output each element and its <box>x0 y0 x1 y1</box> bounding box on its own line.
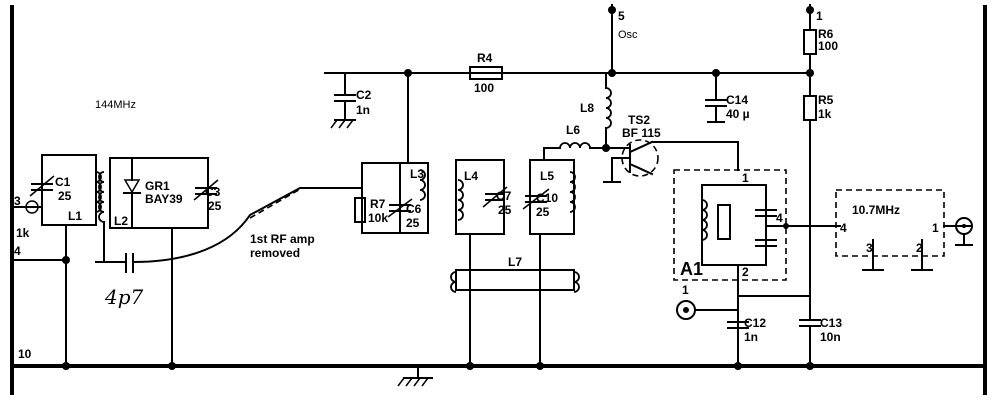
input-resistor-label: 1k <box>16 226 30 240</box>
l7-label: L7 <box>508 255 522 269</box>
filter-label: 10.7MHz <box>852 203 900 217</box>
gr1-name: GR1 <box>145 179 170 193</box>
l5-c10-tank <box>522 147 576 367</box>
pin-10-label: 10 <box>18 347 32 361</box>
r4-name: R4 <box>477 51 493 65</box>
coax-pin-1: 1 <box>682 283 689 297</box>
r4-resistor <box>469 66 503 80</box>
c6-value: 25 <box>406 216 420 230</box>
input-connector-3 <box>11 200 43 214</box>
osc-input <box>605 4 616 149</box>
gr1-c3-tank <box>109 157 219 367</box>
c1-name: C1 <box>55 175 71 189</box>
c14-name: C14 <box>726 93 748 107</box>
a1-module <box>673 169 841 341</box>
c12-capacitor <box>727 295 811 370</box>
c3-name: C3 <box>205 185 221 199</box>
a1-pin-2: 2 <box>742 265 749 279</box>
junction-dot-l4 <box>466 362 474 370</box>
filter-pin-2: 2 <box>916 241 923 255</box>
pin-4-label: 4 <box>14 244 21 258</box>
coupling-capacitor-4p7 <box>95 187 363 273</box>
r6-value: 100 <box>818 39 838 53</box>
band-title: 144MHz <box>95 99 136 111</box>
r6-name: R6 <box>818 27 834 41</box>
c13-value: 10n <box>820 330 841 344</box>
r5-name: R5 <box>818 93 834 107</box>
removed-note-line1: 1st RF amp <box>250 232 315 246</box>
a1-label: A1 <box>680 259 703 279</box>
l6-label: L6 <box>566 123 580 137</box>
r7-value: 10k <box>368 211 388 225</box>
ground-symbol-main <box>397 365 433 387</box>
l2-label: L2 <box>114 214 128 228</box>
c1-value: 25 <box>58 189 72 203</box>
pin-5-label: 5 <box>618 9 625 23</box>
l7-coupling <box>450 269 580 293</box>
ts2-name: TS2 <box>628 113 650 127</box>
ts2-value: BF 115 <box>622 126 661 140</box>
c6-name: C6 <box>406 202 422 216</box>
l6-coil <box>543 142 629 152</box>
coax-input-1 <box>676 300 739 320</box>
r7-l3-c6-block <box>354 69 429 234</box>
c2-capacitor <box>330 72 356 129</box>
c2-value: 1n <box>356 103 370 117</box>
a1-pin-1: 1 <box>742 171 749 185</box>
filter-module <box>835 189 971 271</box>
c14-value: 40 µ <box>726 107 750 121</box>
junction-dot-l5 <box>536 362 544 370</box>
c12-name: C12 <box>744 316 766 330</box>
supply-resistors <box>803 4 817 321</box>
r7-name: R7 <box>370 197 386 211</box>
a1-pin-4: 4 <box>776 211 783 225</box>
l4-label: L4 <box>464 169 478 183</box>
c13-name: C13 <box>820 316 842 330</box>
l3-label: L3 <box>410 167 424 181</box>
l1-label: L1 <box>68 209 82 223</box>
filter-pin-in: 4 <box>840 221 847 235</box>
ts2-transistor <box>603 139 739 183</box>
osc-label: Osc <box>618 29 638 41</box>
r5-value: 1k <box>818 107 832 121</box>
l2-coil <box>98 171 105 263</box>
gr1-value: BAY39 <box>145 192 183 206</box>
c7-value: 25 <box>498 203 512 217</box>
pin-1-top-label: 1 <box>816 9 823 23</box>
junction-dot-gr1 <box>168 362 176 370</box>
filter-pin-out: 1 <box>932 221 939 235</box>
c13-capacitor <box>799 319 821 370</box>
c10-value: 25 <box>536 205 550 219</box>
l5-label: L5 <box>540 169 554 183</box>
l4-c7-tank <box>455 159 508 367</box>
c2-name: C2 <box>356 88 372 102</box>
c12-value: 1n <box>744 330 758 344</box>
c14-capacitor <box>705 69 727 123</box>
c10-name: C10 <box>536 191 558 205</box>
r4-value: 100 <box>474 81 494 95</box>
output-jack <box>955 217 973 246</box>
l1-c1-tank <box>29 154 102 370</box>
l8-label: L8 <box>580 101 594 115</box>
filter-pin-3: 3 <box>866 241 873 255</box>
removed-note-line2: removed <box>250 246 300 260</box>
handwritten-4p7: 4p7 <box>104 285 144 309</box>
pin-3-label: 3 <box>14 194 21 208</box>
c7-name: C7 <box>496 189 512 203</box>
c3-value: 25 <box>208 199 222 213</box>
